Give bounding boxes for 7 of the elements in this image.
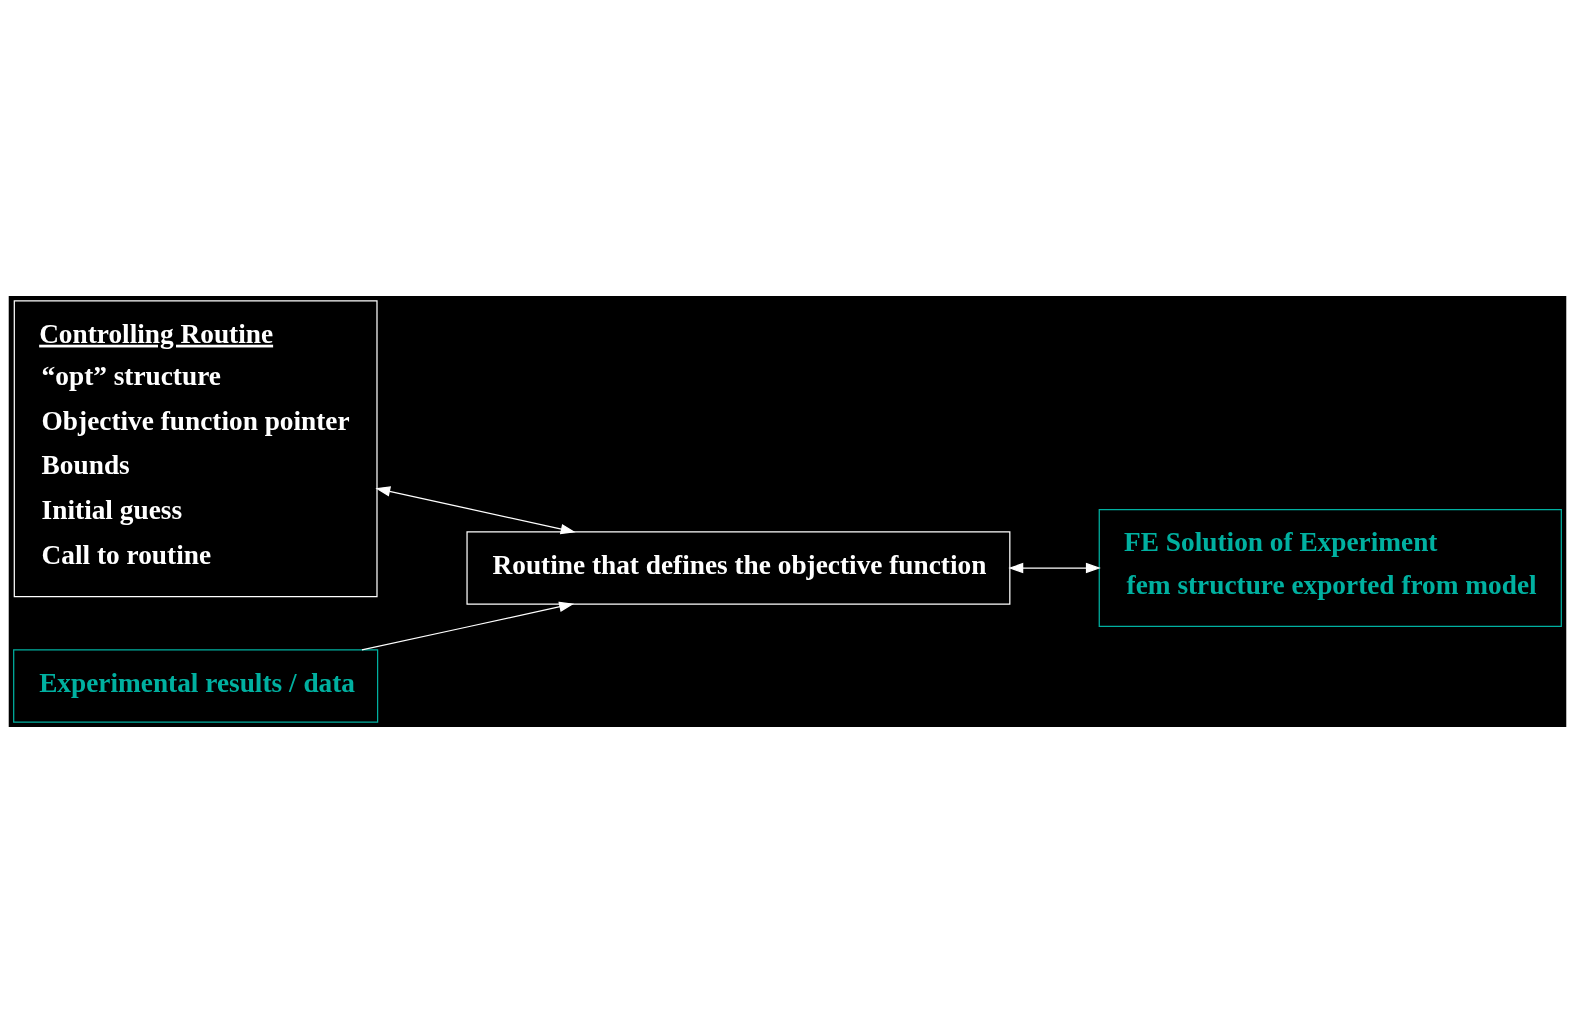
node-box: Experimental results / data — [13, 649, 379, 723]
arrow — [361, 601, 575, 651]
node-box: Controlling Routine “opt” structure Objective function pointer Bounds Initial guess Call to routine — [13, 300, 378, 598]
arrow — [375, 486, 576, 535]
node-box: Routine that defines the objective function — [466, 531, 1011, 605]
node-box: FE Solution of Experiment fem structure exported from model — [1098, 509, 1562, 627]
arrow — [1008, 562, 1101, 574]
